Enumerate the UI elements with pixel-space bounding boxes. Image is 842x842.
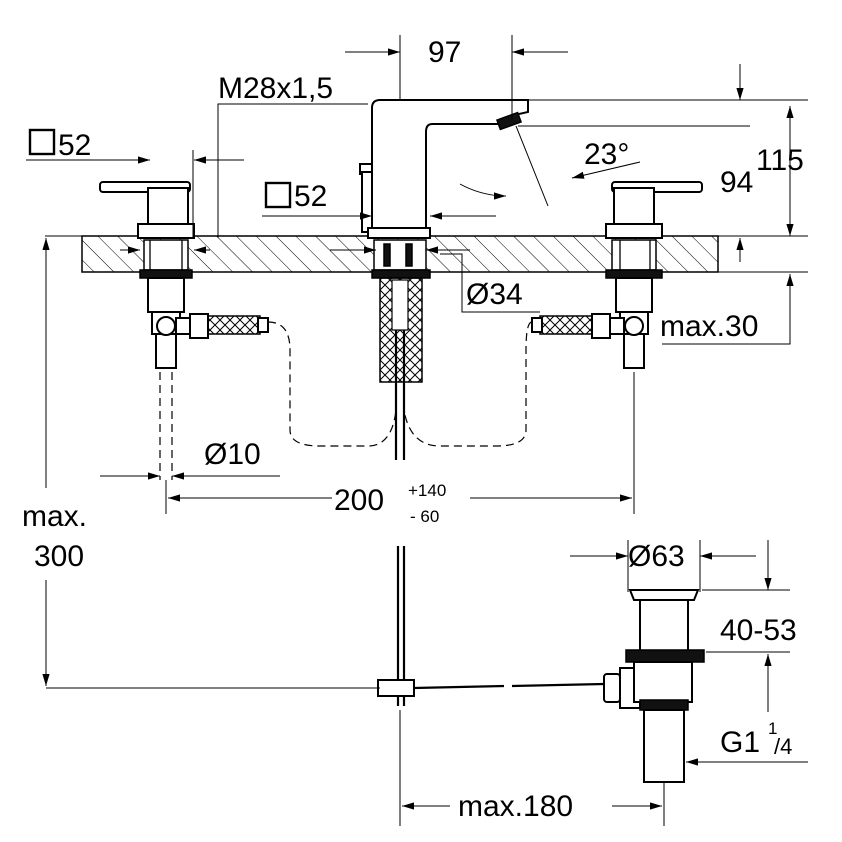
dim-hose-diameter: Ø10 xyxy=(204,438,261,471)
dim-waste-thread-den: /4 xyxy=(774,734,792,759)
supply-hoses xyxy=(267,321,533,447)
dim-waste-thread: G1 xyxy=(720,726,760,759)
dim-spout-reach: 97 xyxy=(428,36,461,69)
dim-spacing-minus: - 60 xyxy=(410,507,439,526)
dim-max-label: max. xyxy=(22,500,87,533)
dim-waste-thread-num: 1 xyxy=(768,719,777,738)
square-symbol-center xyxy=(264,181,292,209)
dim-thread: M28x1,5 xyxy=(218,72,333,105)
dim-height-115: 115 xyxy=(756,144,804,177)
dim-height-94: 94 xyxy=(720,166,753,199)
dim-max-thickness: max.30 xyxy=(660,310,758,343)
left-hose-connector xyxy=(175,313,269,339)
dim-handle-left: 52 xyxy=(58,129,91,162)
right-handle xyxy=(605,181,703,369)
dimension-lines xyxy=(26,35,808,826)
dim-handle-center: 52 xyxy=(294,180,327,213)
square-symbol-left xyxy=(28,128,56,156)
dim-spacing: 200 xyxy=(334,484,384,517)
dim-angle: 23° xyxy=(584,138,629,171)
left-handle xyxy=(99,181,195,369)
dim-spacing-plus: +140 xyxy=(408,481,446,500)
dim-max-180: max.180 xyxy=(458,790,573,823)
dim-waste-diameter: Ø63 xyxy=(628,540,685,573)
dim-max-value: 300 xyxy=(34,540,84,573)
right-hose-connector xyxy=(531,313,625,339)
spout xyxy=(359,99,529,460)
popup-waste xyxy=(377,546,705,783)
dim-bore-diameter: Ø34 xyxy=(466,278,523,311)
hose-drops xyxy=(159,372,635,514)
dim-waste-range: 40-53 xyxy=(720,614,797,647)
